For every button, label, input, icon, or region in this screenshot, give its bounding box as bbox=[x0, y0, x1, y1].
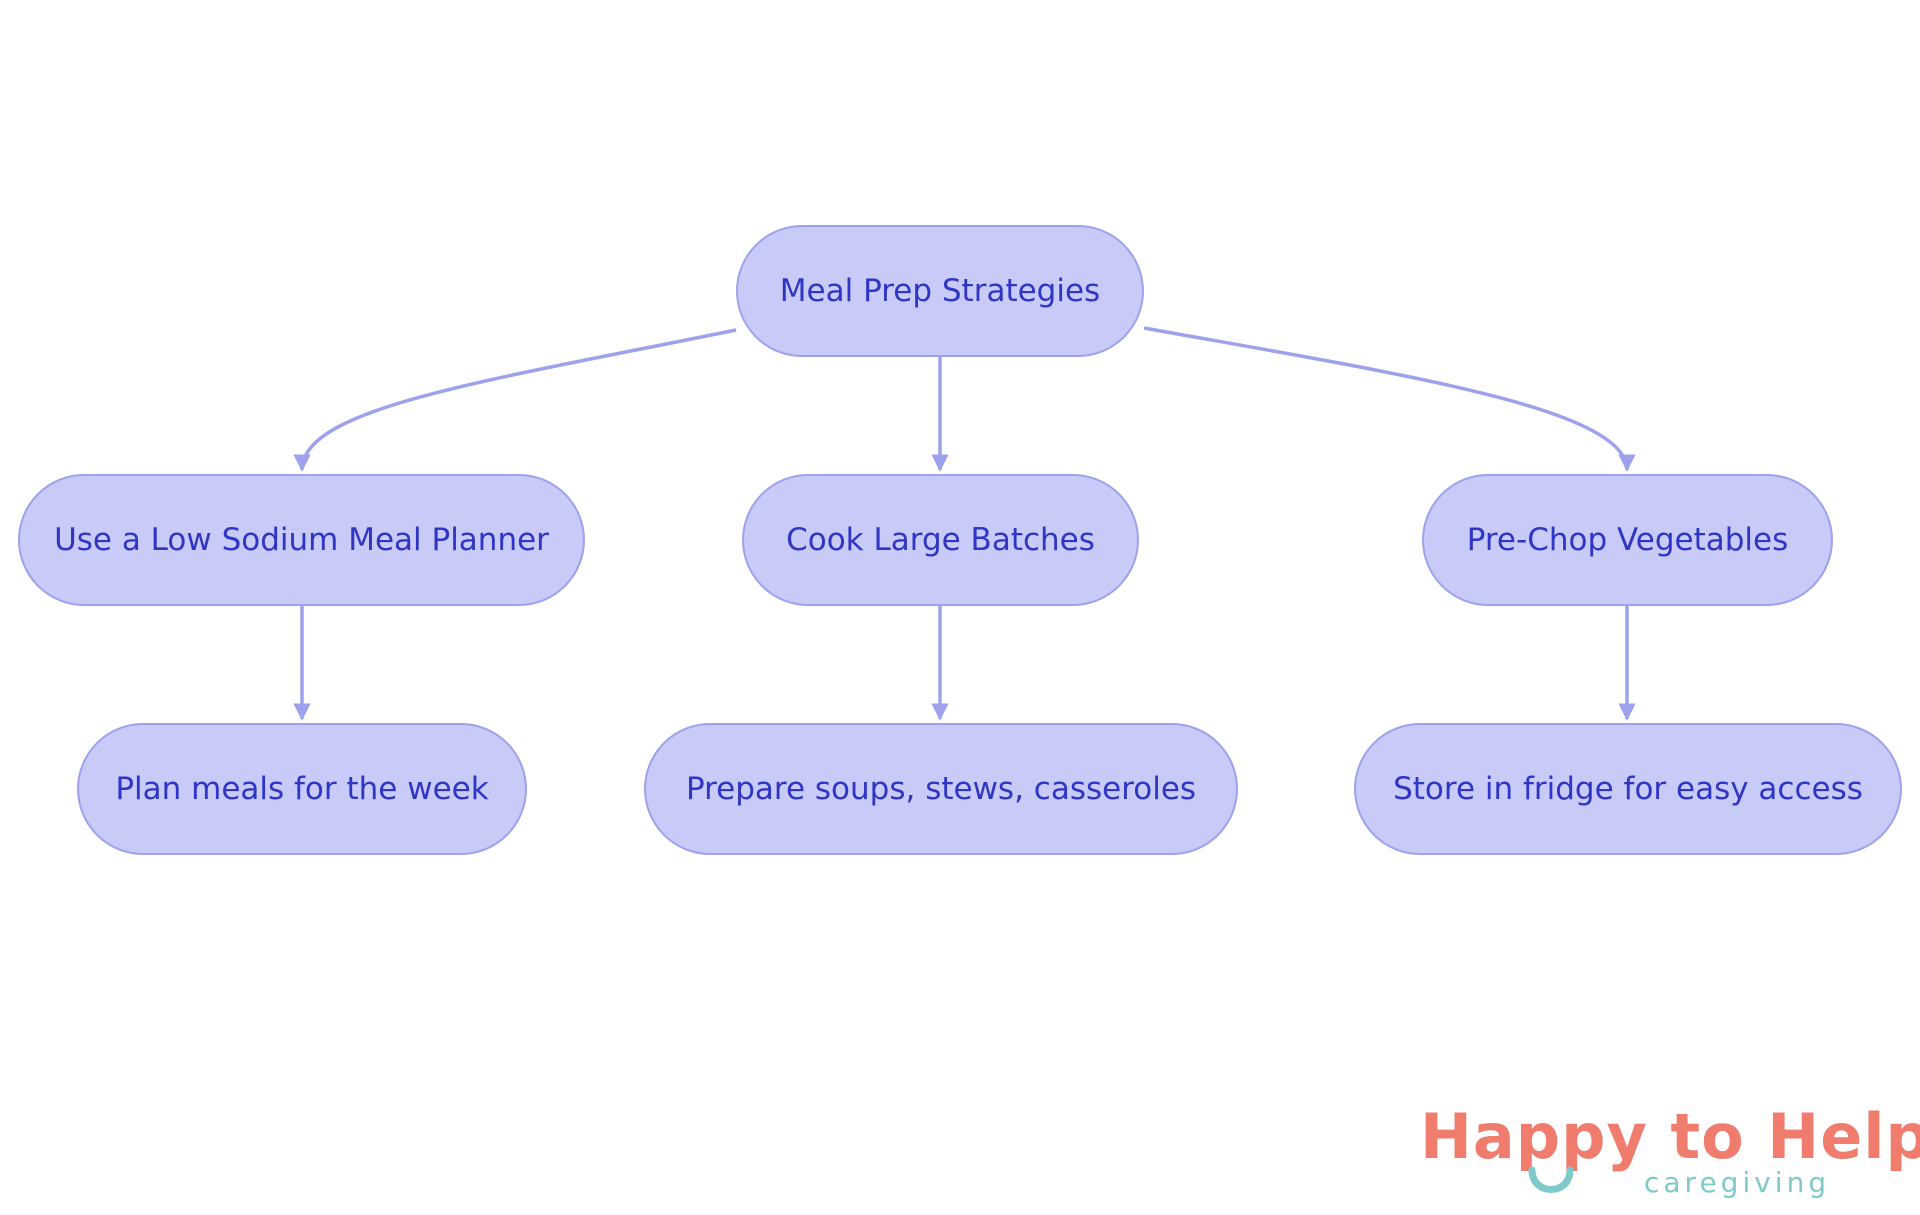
node-label: Cook Large Batches bbox=[786, 522, 1095, 558]
node-label: Prepare soups, stews, casseroles bbox=[685, 771, 1197, 807]
smile-icon bbox=[1528, 1166, 1574, 1193]
node-cook-large-batches: Cook Large Batches bbox=[742, 474, 1139, 606]
logo-wordmark: Happy to Help bbox=[1420, 1100, 1920, 1173]
edge-root-to-low-sodium bbox=[293, 328, 737, 472]
node-label: Meal Prep Strategies bbox=[779, 273, 1101, 309]
node-low-sodium-meal-planner: Use a Low Sodium Meal Planner bbox=[18, 474, 585, 606]
node-meal-prep-strategies: Meal Prep Strategies bbox=[736, 225, 1144, 357]
node-store-in-fridge: Store in fridge for easy access bbox=[1354, 723, 1902, 855]
edge-root-to-pre-chop bbox=[1143, 326, 1636, 472]
happy-to-help-logo: Happy to Help caregiving bbox=[1420, 1100, 1920, 1210]
node-label: Store in fridge for easy access bbox=[1393, 771, 1863, 807]
node-prepare-soups: Prepare soups, stews, casseroles bbox=[644, 723, 1238, 855]
node-plan-meals: Plan meals for the week bbox=[77, 723, 527, 855]
node-label: Pre-Chop Vegetables bbox=[1466, 522, 1789, 558]
node-label: Plan meals for the week bbox=[115, 771, 489, 807]
logo-tagline: caregiving bbox=[1644, 1166, 1831, 1199]
node-pre-chop-vegetables: Pre-Chop Vegetables bbox=[1422, 474, 1833, 606]
node-label: Use a Low Sodium Meal Planner bbox=[54, 522, 549, 558]
